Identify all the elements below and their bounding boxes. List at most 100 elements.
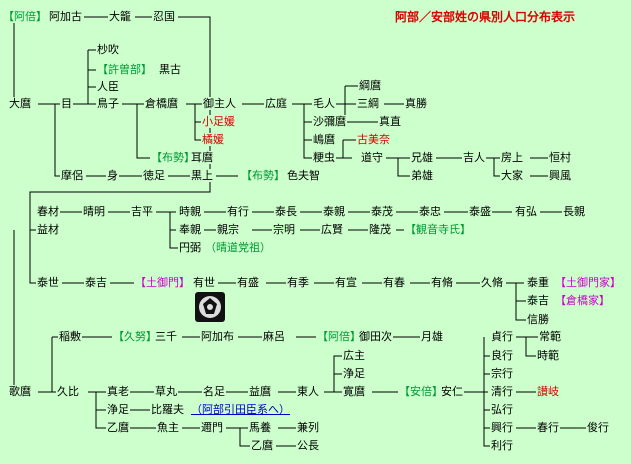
person-node: 邇門: [200, 421, 224, 434]
person-node: 広主: [342, 349, 366, 362]
person-node: 人臣: [96, 80, 120, 93]
person-node: 乙麿: [250, 439, 274, 452]
person-node: 倉橋麿: [144, 97, 179, 110]
person-node: 月雄: [420, 330, 444, 343]
person-node: 兼列: [296, 421, 320, 434]
person-node: 魚主: [156, 421, 180, 434]
person-node: 有宣: [334, 276, 358, 289]
person-node: 御主人: [202, 97, 237, 110]
person-node: 益材: [36, 223, 60, 236]
person-node: 泰世: [36, 276, 60, 289]
person-node: 泰吉: [526, 294, 550, 307]
person-node: 泰茂: [370, 205, 394, 218]
person-node: 宗行: [490, 367, 514, 380]
person-node: 大家: [500, 169, 524, 182]
person-node: 泰吉: [84, 276, 108, 289]
person-node: 泰忠: [418, 205, 442, 218]
person-node: 安仁: [440, 385, 464, 398]
person-node: 信勝: [526, 313, 550, 326]
person-node: 歌麿: [8, 385, 32, 398]
person-node: 久脩: [480, 276, 504, 289]
person-node: 奉親: [178, 223, 202, 236]
clan-label: （晴道党祖）: [204, 241, 272, 254]
person-node: 公長: [296, 439, 320, 452]
person-node: 有盛: [236, 276, 260, 289]
person-node: 真直: [378, 115, 402, 128]
person-node: 泰重: [526, 276, 550, 289]
person-node: 橘媛: [201, 133, 225, 146]
family-crest-icon: [195, 292, 225, 322]
person-node: 泰長: [274, 205, 298, 218]
person-node: 広庭: [264, 97, 288, 110]
person-node: 円弼: [178, 241, 202, 254]
person-node: 大麿: [8, 97, 32, 110]
page-title[interactable]: 阿部／安部姓の県別人口分布表示: [395, 10, 576, 24]
person-node: 久比: [56, 385, 80, 398]
person-node: 耳麿: [190, 151, 214, 164]
person-node: 兄雄: [410, 151, 434, 164]
person-node: 清行: [490, 385, 514, 398]
person-node: 房上: [500, 151, 524, 164]
person-node: 吉人: [462, 151, 486, 164]
person-node: 弘行: [490, 403, 514, 416]
person-node: 常範: [538, 330, 562, 343]
abe-hikita-link[interactable]: （阿部引田臣系へ）: [190, 403, 291, 416]
person-node: 摩侶: [60, 169, 84, 182]
person-node: 麻呂: [262, 330, 286, 343]
person-node: 親宗: [216, 223, 240, 236]
person-node: 杪吹: [96, 43, 120, 56]
person-node: 晴明: [82, 205, 106, 218]
person-node: 粳虫: [312, 151, 336, 164]
person-node: 道守: [360, 151, 384, 164]
person-node: 貞行: [490, 330, 514, 343]
person-node: 吉平: [130, 205, 154, 218]
person-node: 興風: [548, 169, 572, 182]
person-node: 乙麿: [106, 421, 130, 434]
person-node: 黒上: [190, 169, 214, 182]
person-node: 有脩: [430, 276, 454, 289]
person-node: 阿加古: [48, 10, 83, 23]
person-node: 益麿: [248, 385, 272, 398]
person-node: 三綱: [356, 97, 380, 110]
person-node: 泰親: [322, 205, 346, 218]
person-node: 有弘: [514, 205, 538, 218]
person-node: 御田次: [358, 330, 393, 343]
clan-label: 【倉橋家】: [554, 294, 611, 307]
person-node: 春材: [36, 205, 60, 218]
person-node: 興行: [490, 421, 514, 434]
person-node: 恒村: [548, 151, 572, 164]
person-node: 浄足: [342, 367, 366, 380]
person-node: 名足: [202, 385, 226, 398]
person-node: 目: [60, 97, 73, 110]
person-node: 浄足: [106, 403, 130, 416]
clan-label: 【布勢】: [150, 151, 196, 164]
person-node: 毛人: [312, 97, 336, 110]
person-node: 草丸: [154, 385, 178, 398]
person-node: 弟雄: [410, 169, 434, 182]
person-node: 良行: [490, 349, 514, 362]
person-node: 真老: [106, 385, 130, 398]
person-node: 嶋麿: [312, 133, 336, 146]
person-node: 泰盛: [468, 205, 492, 218]
person-node: 馬養: [248, 421, 272, 434]
clan-label: 【土御門家】: [554, 276, 622, 289]
person-node: 長親: [562, 205, 586, 218]
clan-label: 【阿倍】: [316, 330, 362, 343]
person-node: 色夫智: [286, 169, 321, 182]
person-node: 有行: [226, 205, 250, 218]
person-node: 俊行: [586, 421, 610, 434]
person-node: 宗明: [272, 223, 296, 236]
person-node: 有世: [192, 276, 216, 289]
person-node: 身: [106, 169, 119, 182]
person-node: 阿加布: [200, 330, 235, 343]
person-node: 時範: [536, 349, 560, 362]
person-node: 沙彌麿: [312, 115, 347, 128]
person-node: 比羅夫: [150, 403, 185, 416]
person-node: 寛麿: [342, 385, 366, 398]
person-node: 讃岐: [536, 385, 560, 398]
person-node: 綱麿: [358, 79, 382, 92]
person-node: 有季: [286, 276, 310, 289]
clan-label: 【阿倍】: [2, 10, 48, 23]
person-node: 徳足: [142, 169, 166, 182]
